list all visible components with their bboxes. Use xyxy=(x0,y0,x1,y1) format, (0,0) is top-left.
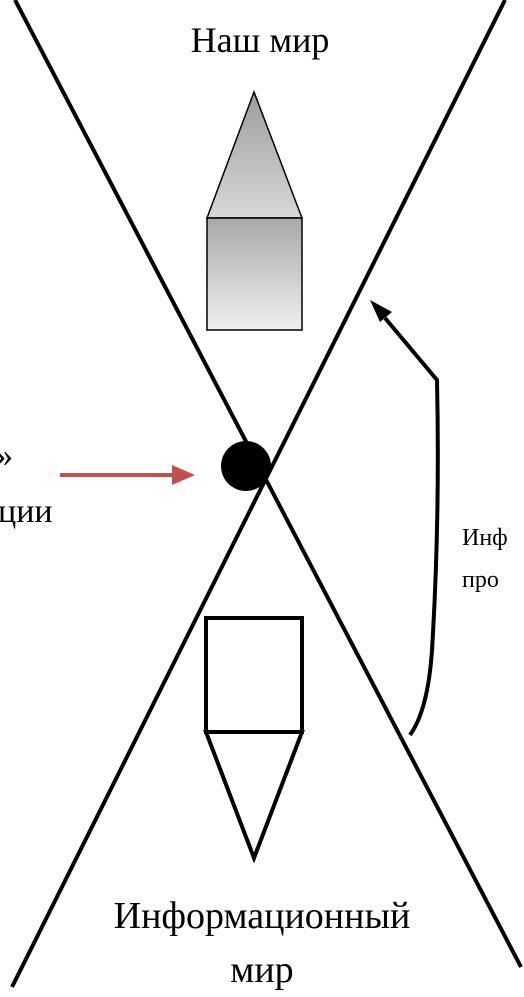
cross-line-left xyxy=(13,0,523,968)
center-point-icon xyxy=(221,441,271,491)
red-arrow-icon xyxy=(60,465,195,485)
label-bottom-world-line1: Информационный xyxy=(114,895,411,937)
top-pencil-icon xyxy=(205,89,304,331)
label-right-fragment-line1: Инф xyxy=(462,525,508,551)
cross-line-right xyxy=(10,0,507,988)
label-right-fragment-line2: про xyxy=(462,567,499,593)
label-top-world: Наш мир xyxy=(191,20,330,60)
label-bottom-world-line2: мир xyxy=(230,949,293,991)
bottom-pencil-icon xyxy=(203,616,305,864)
label-left-fragment-line1: » xyxy=(0,437,13,474)
curved-arrow-icon xyxy=(370,300,440,737)
label-left-fragment-line2: ции xyxy=(0,493,53,530)
